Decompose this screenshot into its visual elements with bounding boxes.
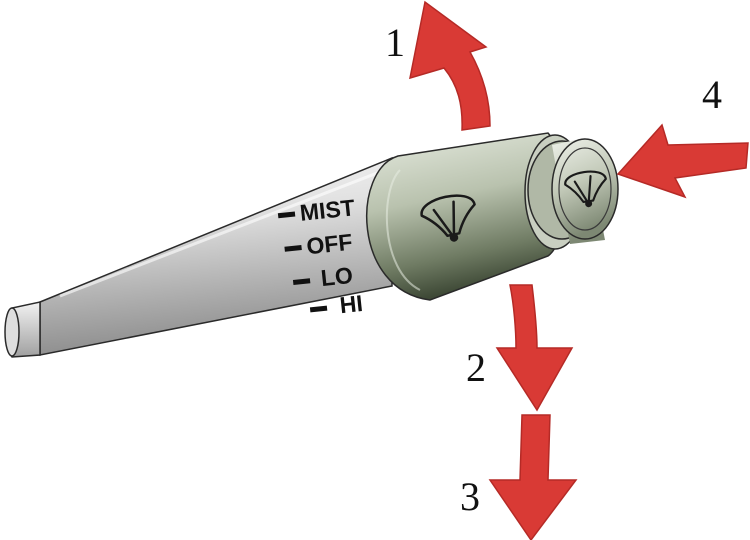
arrow-label-1: 1: [385, 20, 405, 65]
speed-mark: [309, 305, 328, 313]
stalk-tip: [4, 301, 41, 358]
end-cap: [524, 134, 619, 250]
arrow-label-3: 3: [460, 474, 480, 519]
speed-label-lo: LO: [320, 262, 354, 291]
speed-labels: MIST OFF LO HI: [277, 194, 364, 318]
speed-label-off: OFF: [305, 229, 353, 260]
speed-mark: [277, 211, 296, 219]
arrow-3: [488, 414, 578, 540]
speed-mark: [292, 278, 311, 286]
arrow-label-4: 4: [702, 72, 722, 117]
speed-mark: [284, 244, 302, 252]
speed-label-mist: MIST: [299, 194, 356, 226]
arrow-4: [616, 123, 749, 199]
wiper-icon: [420, 194, 476, 242]
wiper-icon: [564, 170, 607, 208]
speed-label-hi: HI: [338, 290, 364, 318]
arrow-label-2: 2: [466, 345, 486, 390]
arrow-1: [409, 0, 491, 131]
arrow-2: [495, 284, 574, 412]
stalk-body: [39, 156, 393, 356]
